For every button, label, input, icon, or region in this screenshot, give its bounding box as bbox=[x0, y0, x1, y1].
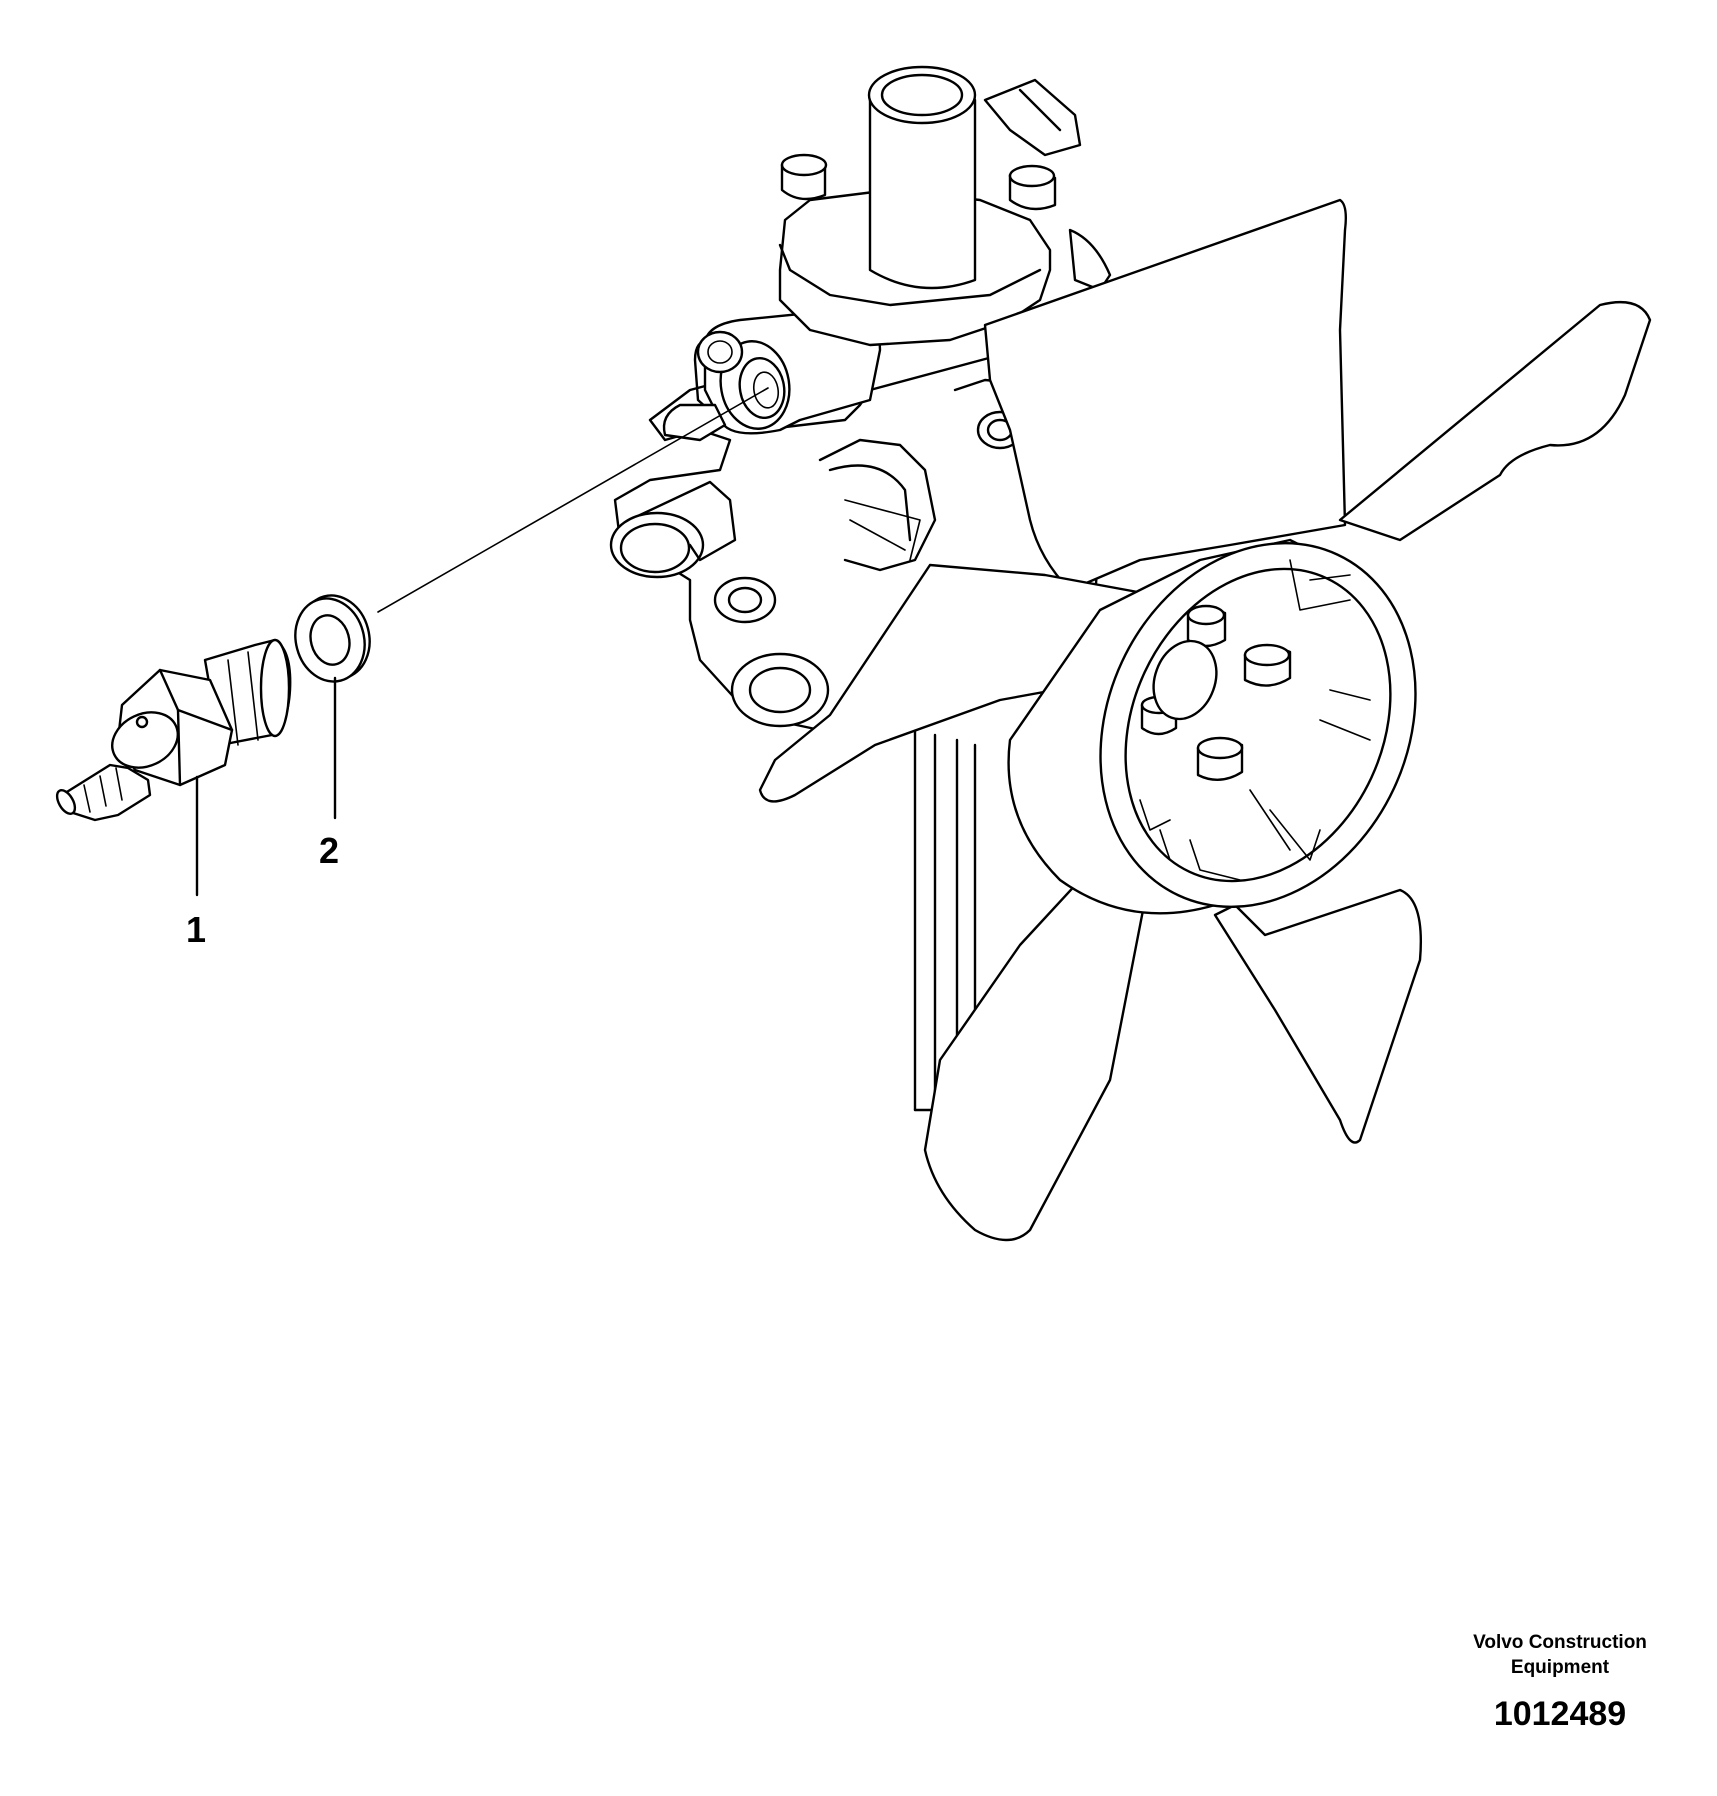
assembly-axis-line bbox=[377, 387, 769, 613]
company-name-line-2: Equipment bbox=[1510, 1657, 1610, 1678]
pump-port-fitting bbox=[662, 306, 882, 442]
fan-blades-lower bbox=[923, 878, 1422, 1242]
company-name: Volvo Construction Equipment bbox=[1440, 1630, 1680, 1680]
document-number: 1012489 bbox=[1493, 1695, 1627, 1733]
sealing-washer bbox=[294, 594, 371, 683]
temperature-sender bbox=[55, 638, 292, 822]
thermostat-housing bbox=[778, 65, 1112, 347]
callout-2-label: 2 bbox=[319, 830, 340, 871]
company-name-line-1: Volvo Construction bbox=[1473, 1632, 1647, 1653]
water-pump-fan-assembly bbox=[609, 65, 1652, 1242]
callout-1-label: 1 bbox=[186, 909, 207, 950]
fan-hub bbox=[1007, 538, 1417, 915]
